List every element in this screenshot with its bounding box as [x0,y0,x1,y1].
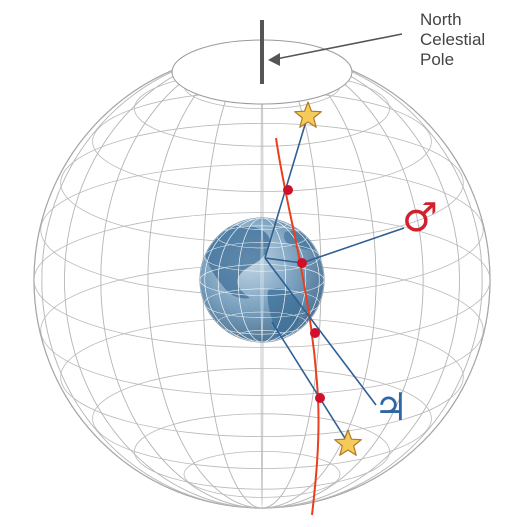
sphere-longitude-line [147,52,377,508]
earth-latitude-line [200,264,324,296]
north-celestial-pole-label: North Celestial Pole [420,10,485,70]
sphere-longitude-line [64,52,460,508]
mars-position-marker [297,258,307,268]
earth-globe [199,217,325,343]
sightline-to-mars-marker [264,257,303,264]
earth-longitude-line [217,218,307,342]
jupiter-symbol: ♃ [374,385,409,429]
star-icon [294,101,322,128]
arrowhead-icon [268,53,280,66]
pole-callout-arrow [275,33,403,60]
earth-longitude-line [204,218,320,342]
mars-symbol: ♂ [402,195,438,241]
ecliptic-marker-4 [315,393,325,403]
ecliptic-path [275,137,320,516]
sightline-mars [301,227,405,264]
earth-longitude-line [260,218,264,342]
pole-label-line-1: North [420,10,462,29]
earth-continents [204,225,316,341]
ecliptic-marker-1 [283,185,293,195]
sphere-latitude-line [92,367,432,469]
pole-label-line-2: Celestial [420,30,486,49]
pole-label-line-3: Pole [420,50,455,69]
sphere-latitude-line [183,450,341,498]
sphere-latitude-line [34,212,490,348]
star-icon [334,429,362,456]
earth-longitude-line [238,218,287,342]
sightline-jupiter [264,257,377,406]
sightline-star-lower [271,321,349,444]
sphere-longitude-line [100,52,424,508]
sphere-longitude-line [41,52,483,508]
jupiter-position-marker [310,328,320,338]
